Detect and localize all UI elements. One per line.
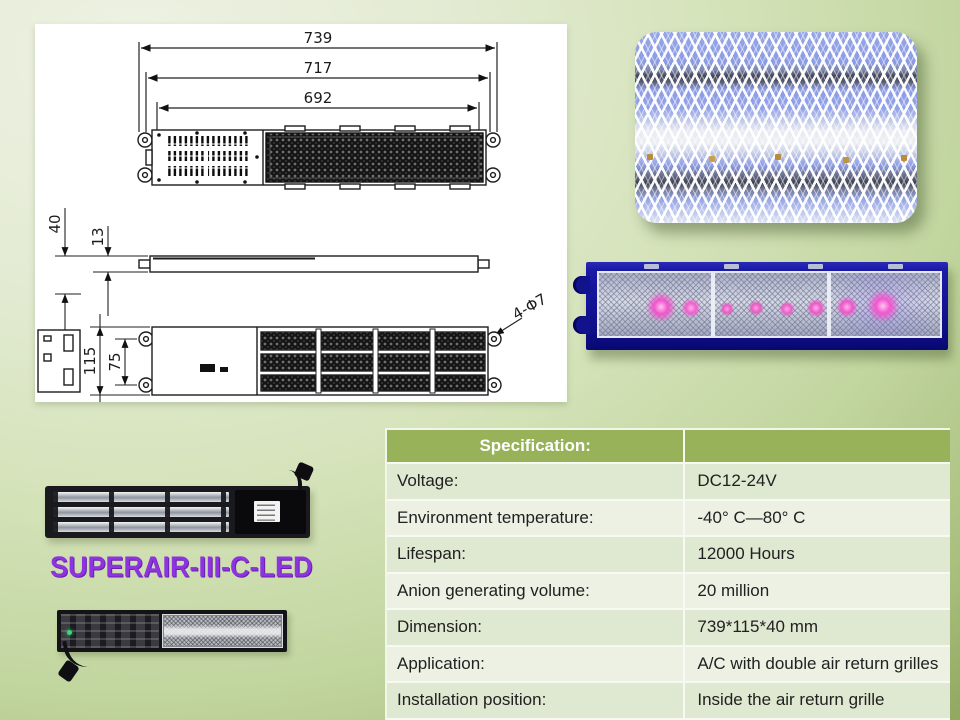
row-label: Dimension: <box>387 610 686 645</box>
carbon-brush-strips <box>53 492 229 532</box>
gold-clip-dots <box>647 154 653 160</box>
frame-tab <box>808 264 823 269</box>
dim-75: 75 <box>106 352 124 371</box>
side-view <box>138 255 490 273</box>
product-name: SUPERAIR-III-C-LED <box>50 551 313 583</box>
frame-tab <box>888 264 903 269</box>
dim-717: 717 <box>304 59 333 77</box>
table-header-row: Specification: <box>387 430 950 464</box>
table-header-empty-cell <box>685 430 950 462</box>
row-value: -40° C—80° C <box>697 507 806 527</box>
table-header-label: Specification: <box>387 430 686 462</box>
brush-strip <box>53 522 229 532</box>
control-box <box>235 490 306 534</box>
table-row: Dimension: 739*115*40 mm <box>387 610 950 647</box>
row-value: DC12-24V <box>697 471 777 491</box>
row-label: Lifespan: <box>387 537 686 572</box>
table-row: Application: A/C with double air return … <box>387 646 950 683</box>
row-label: Application: <box>387 646 686 681</box>
row-label: Voltage: <box>387 464 686 499</box>
row-value: A/C with double air return grilles <box>697 653 939 673</box>
mesh-lattice <box>635 32 917 223</box>
table-row: Anion generating volume: 20 million <box>387 573 950 610</box>
product-label-sticker <box>254 501 280 522</box>
dim-115: 115 <box>81 347 99 376</box>
mounting-ear-bottom <box>573 316 590 334</box>
frame-tab <box>724 264 739 269</box>
dim-13: 13 <box>89 227 107 246</box>
table-row: Voltage: DC12-24V <box>387 464 950 501</box>
photo-ionizer-module-bottom <box>57 610 287 683</box>
power-cable <box>282 470 302 490</box>
dim-40: 40 <box>46 214 64 233</box>
mounting-ear-top <box>573 276 590 294</box>
row-value: 12000 Hours <box>697 544 795 564</box>
led-mesh-panel <box>597 271 942 338</box>
row-value: 20 million <box>697 580 770 600</box>
engineering-drawing-panel: 739 717 692 <box>35 24 567 408</box>
row-label: Installation position: <box>387 683 686 718</box>
photo-mesh-grille <box>635 32 917 223</box>
photo-ionizer-module-top <box>45 461 315 538</box>
dimension-drawing: 739 717 692 <box>37 29 550 408</box>
table-row: Lifespan: 12000 Hours <box>387 537 950 574</box>
dim-739: 739 <box>304 29 333 47</box>
frame-tab <box>644 264 659 269</box>
row-label: Environment temperature: <box>387 500 686 535</box>
row-value: 739*115*40 mm <box>697 617 819 637</box>
table-row: Installation position: Inside the air re… <box>387 683 950 720</box>
pink-led-glows <box>599 273 940 336</box>
brush-strip <box>53 507 229 517</box>
dim-692: 692 <box>304 89 333 107</box>
vent-slots <box>61 614 159 648</box>
row-label: Anion generating volume: <box>387 573 686 608</box>
photo-led-ionizer <box>573 262 948 350</box>
dim-holes: 4-Φ7 <box>509 290 549 324</box>
power-indicator-led <box>67 630 72 635</box>
row-value: Inside the air return grille <box>697 690 885 710</box>
spec-table: Specification: Voltage: DC12-24V Environ… <box>385 428 950 720</box>
mesh-panel <box>162 614 283 648</box>
brush-strip <box>53 492 229 502</box>
table-row: Environment temperature: -40° C—80° C <box>387 500 950 537</box>
